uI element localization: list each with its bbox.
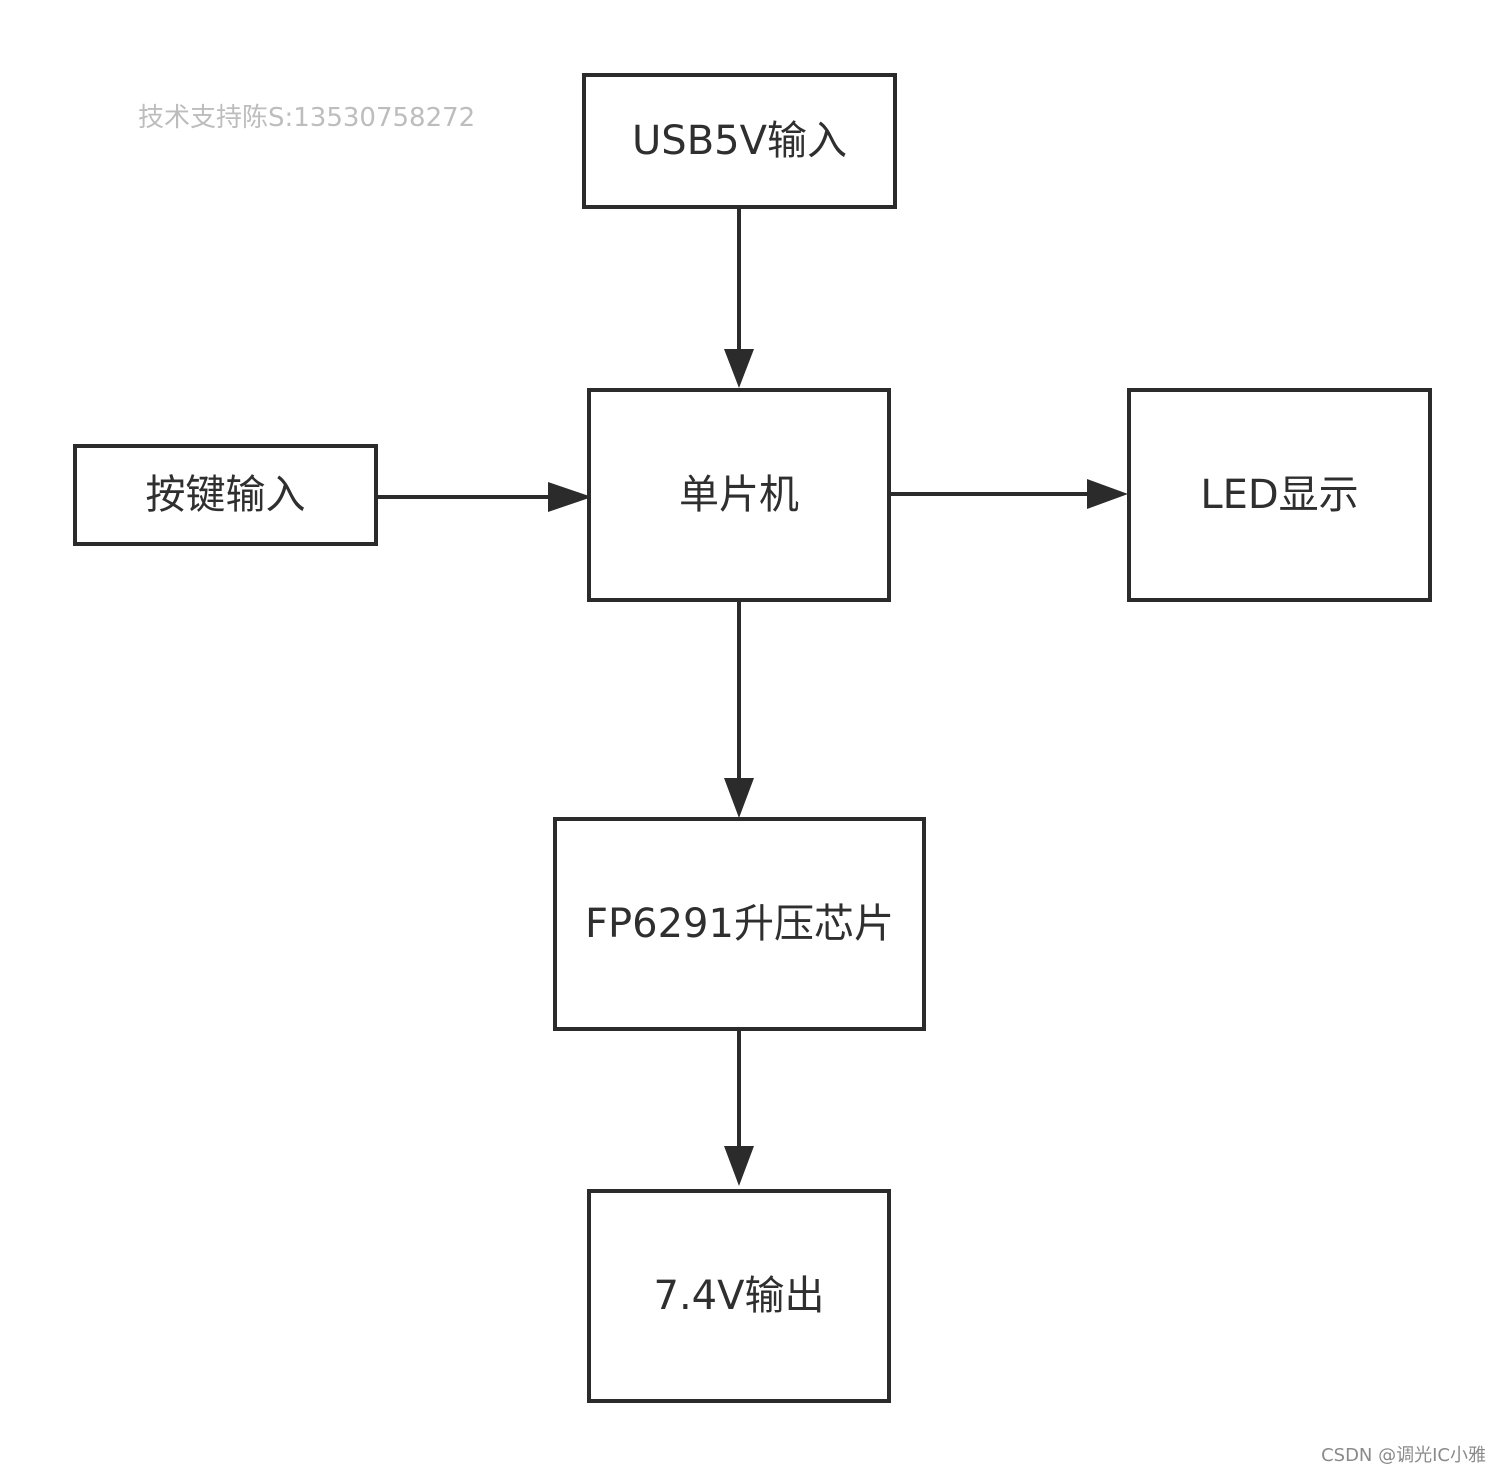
csdn-credit: CSDN @调光IC小雅 xyxy=(1321,1445,1486,1466)
output-7-4v-block: 7.4V输出 xyxy=(587,1189,891,1403)
button-input-label: 按键输入 xyxy=(145,472,306,518)
fp6291-boost-chip-block: FP6291升压芯片 xyxy=(553,817,926,1031)
mcu-block: 单片机 xyxy=(587,388,891,602)
down-arrowhead xyxy=(724,349,754,388)
right-arrowhead xyxy=(1087,479,1128,509)
led-display-label: LED显示 xyxy=(1200,472,1359,518)
down-arrowhead xyxy=(724,1146,754,1186)
led-display-block: LED显示 xyxy=(1127,388,1432,602)
usb-5v-input-label: USB5V输入 xyxy=(632,118,847,164)
output-7-4v-label: 7.4V输出 xyxy=(653,1273,825,1319)
down-arrowhead xyxy=(724,778,754,818)
fp6291-boost-chip-label: FP6291升压芯片 xyxy=(585,901,894,947)
button-input-block: 按键输入 xyxy=(73,444,378,546)
right-arrowhead xyxy=(548,482,592,512)
mcu-label: 单片机 xyxy=(679,472,799,518)
technical-support-watermark: 技术支持陈S:13530758272 xyxy=(138,103,476,133)
usb-5v-input-block: USB5V输入 xyxy=(582,73,897,209)
